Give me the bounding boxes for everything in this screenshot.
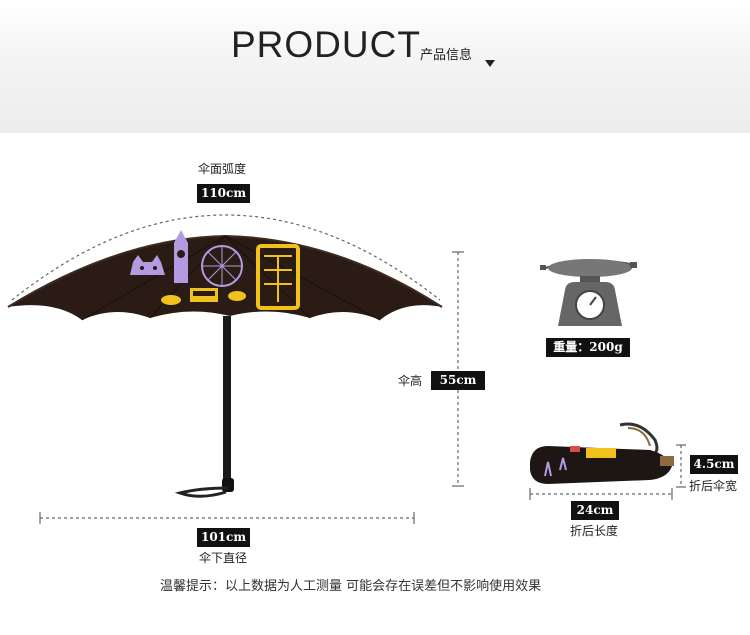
folded-umbrella-image xyxy=(530,422,674,484)
arc-label: 伞面弧度 xyxy=(198,162,247,176)
umbrella-handle xyxy=(222,478,234,492)
chevron-down-icon xyxy=(485,60,495,67)
page-title: PRODUCT xyxy=(231,24,421,65)
folded-length-tag: 24cm xyxy=(571,501,619,520)
diameter-label: 伞下直径 xyxy=(199,551,248,565)
diameter-value-tag: 101cm xyxy=(197,528,250,547)
height-value-tag: 55cm xyxy=(431,371,485,390)
arc-value-tag: 110cm xyxy=(197,184,250,203)
folded-width-label: 折后伞宽 xyxy=(689,479,738,493)
arc-measure-line xyxy=(11,214,441,301)
page-subtitle: 产品信息 xyxy=(420,48,473,63)
header-band xyxy=(0,0,750,133)
folded-width-tag: 4.5cm xyxy=(690,455,738,474)
measurement-note: 温馨提示：以上数据为人工测量 可能会存在误差但不影响使用效果 xyxy=(160,579,542,594)
umbrella-open-image xyxy=(7,230,443,321)
scale-icon xyxy=(540,259,637,326)
height-label: 伞高 xyxy=(398,374,423,388)
weight-value-tag: 重量：200g xyxy=(546,338,630,357)
folded-length-label: 折后长度 xyxy=(570,524,619,538)
umbrella-strap xyxy=(174,486,229,498)
umbrella-shaft xyxy=(223,316,231,481)
